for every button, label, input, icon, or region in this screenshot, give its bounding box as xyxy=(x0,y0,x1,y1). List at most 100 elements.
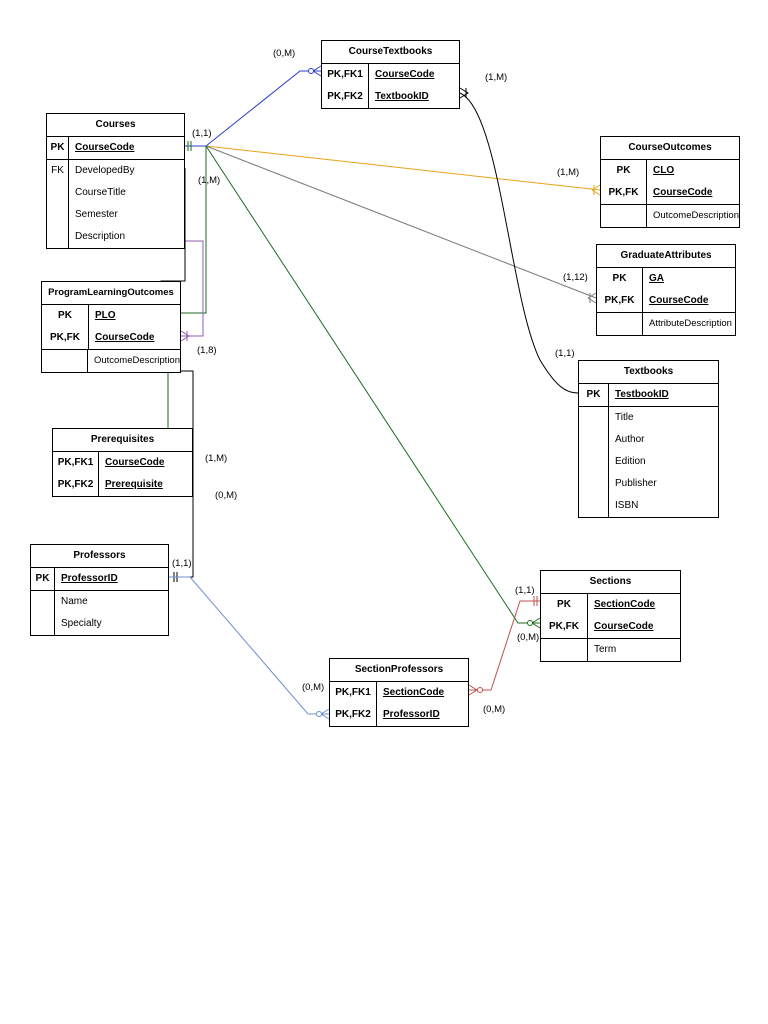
key-label xyxy=(579,407,609,429)
key-label xyxy=(579,473,609,495)
attribute-name: Name xyxy=(61,596,88,607)
key-label: PK,FK1 xyxy=(322,64,369,86)
attribute-name: PLO xyxy=(95,310,116,321)
key-label: PK xyxy=(31,568,55,590)
entity-row: PK GA xyxy=(597,268,735,290)
key-label: PK,FK xyxy=(601,182,647,204)
key-label: PK,FK2 xyxy=(330,704,377,726)
entity-row: PK,FK CourseCode xyxy=(541,616,680,638)
entity-title: GraduateAttributes xyxy=(597,245,735,268)
key-label: PK xyxy=(541,594,588,616)
zero-many-crowfoot-icon xyxy=(468,684,478,696)
attribute-name: CourseCode xyxy=(105,457,165,468)
entity-row: PK,FK2 TextbookID xyxy=(322,86,459,108)
rel-textbooks-coursetextbooks xyxy=(459,92,579,394)
entity-row: CourseTitle xyxy=(47,182,184,204)
key-label: PK,FK xyxy=(597,290,643,312)
rel-courses-sections xyxy=(205,145,540,624)
attribute-name: CourseCode xyxy=(75,142,135,153)
attribute-name: Author xyxy=(615,434,645,445)
key-label xyxy=(541,639,588,661)
attribute-name: DevelopedBy xyxy=(75,165,135,176)
key-label: PK,FK2 xyxy=(322,86,369,108)
attribute-name: Term xyxy=(594,644,617,655)
key-label: PK,FK2 xyxy=(53,474,99,496)
zero-circle-icon xyxy=(308,68,314,74)
key-label: PK xyxy=(42,305,89,327)
zero-many-crowfoot-icon xyxy=(312,65,322,77)
key-label: PK xyxy=(597,268,643,290)
entity-row: ISBN xyxy=(579,495,718,517)
attribute-name: TextbookID xyxy=(375,91,429,102)
crowfoot-icon xyxy=(591,184,601,196)
rel-sections-sectionprofessors xyxy=(469,600,540,691)
key-label xyxy=(597,313,643,335)
entity-row: Name xyxy=(31,590,168,613)
attribute-name: Edition xyxy=(615,456,646,467)
rel-courses-courseoutcomes xyxy=(205,145,601,191)
crowfoot-icon xyxy=(459,87,469,99)
key-label xyxy=(31,591,55,613)
entity-title: ProgramLearningOutcomes xyxy=(42,282,180,305)
key-label: PK,FK xyxy=(42,327,89,349)
zero-many-crowfoot-icon xyxy=(320,708,330,720)
cardinality-label: (0,M) xyxy=(517,632,540,643)
key-label: PK,FK xyxy=(541,616,588,638)
entity-row: Description xyxy=(47,226,184,248)
rel-courses-plo xyxy=(181,240,204,337)
attribute-name: OutcomeDescription xyxy=(93,355,180,366)
key-label xyxy=(47,204,69,226)
key-label xyxy=(579,495,609,517)
zero-circle-icon xyxy=(316,711,322,717)
entity-title: Prerequisites xyxy=(53,429,192,452)
entity-title: CourseTextbooks xyxy=(322,41,459,64)
cardinality-label: (0,M) xyxy=(483,704,506,715)
entity-row: AttributeDescription xyxy=(597,312,735,335)
entity-title: SectionProfessors xyxy=(330,659,468,682)
attribute-name: Semester xyxy=(75,209,118,220)
entity-row: Edition xyxy=(579,451,718,473)
entity-row: Author xyxy=(579,429,718,451)
entity-row: Semester xyxy=(47,204,184,226)
one-bar-icon xyxy=(187,141,192,151)
attribute-name: SectionCode xyxy=(383,687,445,698)
cardinality-label: (0,M) xyxy=(302,682,325,693)
zero-circle-icon xyxy=(477,687,483,693)
entity-row: Specialty xyxy=(31,613,168,635)
entity-title: Professors xyxy=(31,545,168,568)
entity-professors: Professors PK ProfessorID Name Specialty xyxy=(30,544,169,636)
attribute-name: Specialty xyxy=(61,618,102,629)
attribute-name: GA xyxy=(649,273,664,284)
key-label xyxy=(579,429,609,451)
attribute-name: Description xyxy=(75,231,126,242)
key-label xyxy=(47,182,69,204)
entity-row: OutcomeDescription xyxy=(42,349,180,372)
attribute-name: CourseTitle xyxy=(75,187,126,198)
entity-row: PK PLO xyxy=(42,305,180,327)
attribute-name: TestbookID xyxy=(615,389,669,400)
zero-many-crowfoot-icon xyxy=(531,617,541,629)
cardinality-label: (1,1) xyxy=(555,348,575,359)
cardinality-label: (1,M) xyxy=(198,175,221,186)
crowfoot-icon xyxy=(180,330,190,342)
attribute-name: OutcomeDescription xyxy=(652,210,739,221)
entity-title: Textbooks xyxy=(579,361,718,384)
attribute-name: CourseCode xyxy=(594,621,654,632)
attribute-name: AttributeDescription xyxy=(649,318,732,329)
attribute-name: ProfessorID xyxy=(61,573,118,584)
cardinality-label: (1,M) xyxy=(205,453,228,464)
entity-title: Sections xyxy=(541,571,680,594)
